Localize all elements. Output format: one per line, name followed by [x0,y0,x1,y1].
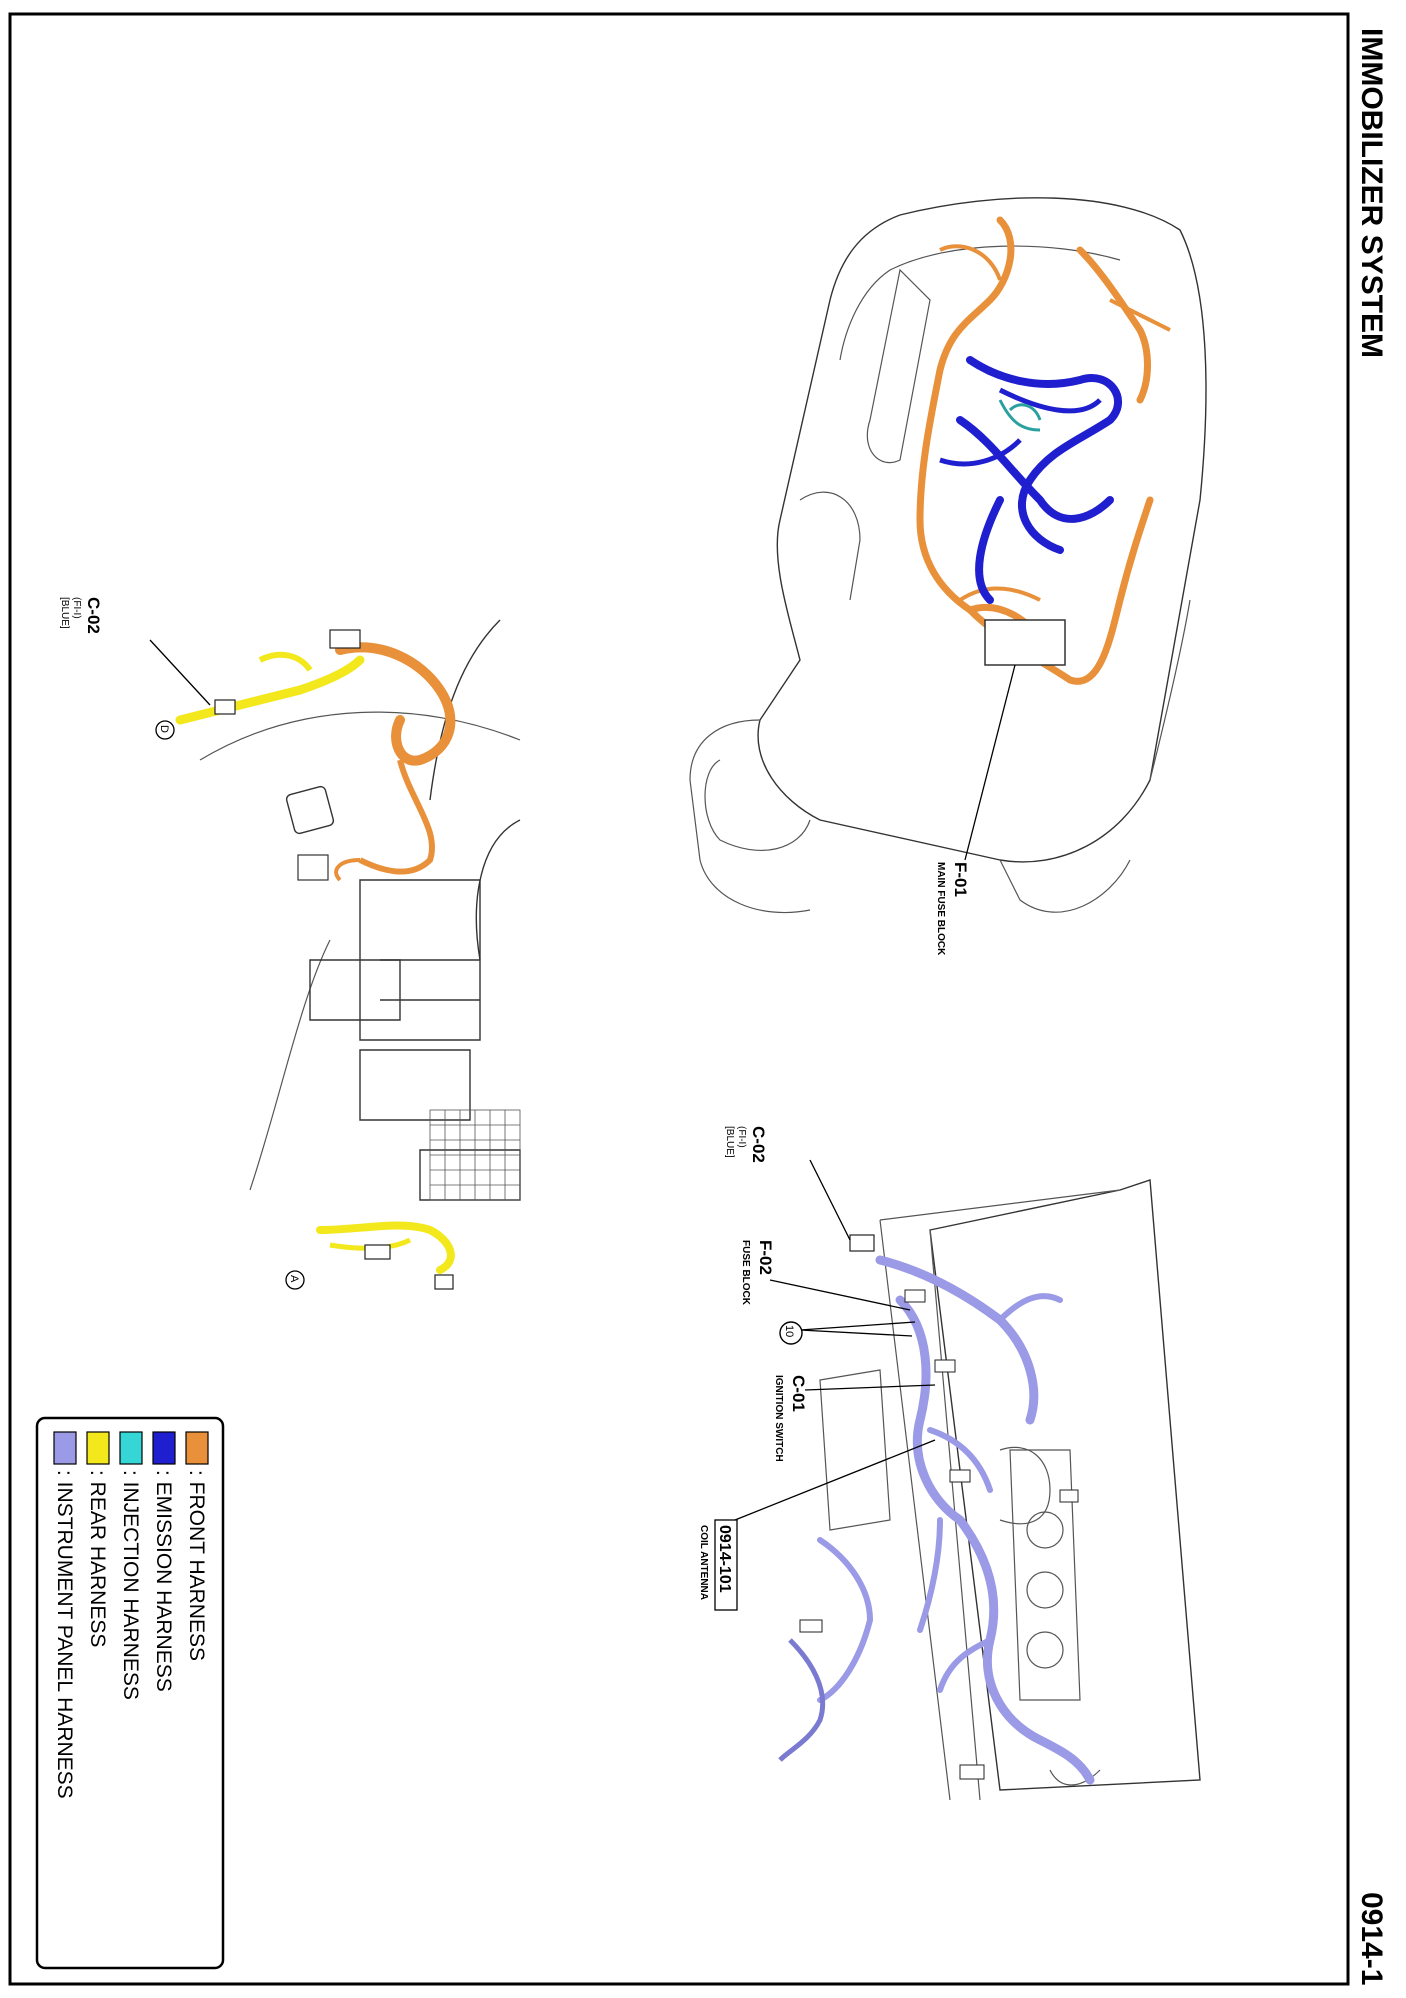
svg-text:COIL ANTENNA: COIL ANTENNA [698,1525,709,1600]
callout-c02-left: C-02 (FI-I) [BLUE] [59,597,103,634]
legend-label-emission: : EMISSION HARNESS [152,1470,175,1692]
legend-swatch-injection [119,1431,143,1465]
legend-box [35,1416,225,1970]
svg-text:0914-101: 0914-101 [716,1525,733,1593]
callout-f01: F-01 MAIN FUSE BLOCK [935,862,970,956]
left-panel-drawing [175,619,521,1290]
svg-text:10: 10 [783,1325,795,1337]
emission-harness [956,356,1122,604]
legend-item-injection: : INJECTION HARNESS [119,1431,143,1700]
legend-swatch-emission [152,1431,176,1465]
front-harness-engine [916,216,1154,685]
legend-label-instrument: : INSTRUMENT PANEL HARNESS [53,1470,76,1799]
svg-text:MAIN FUSE BLOCK: MAIN FUSE BLOCK [935,862,946,956]
svg-text:C-02: C-02 [749,1126,768,1163]
legend-label-rear: : REAR HARNESS [86,1470,109,1647]
legend-item-rear: : REAR HARNESS [86,1431,110,1647]
instrument-panel-drawing [778,1179,1201,1801]
ground-point-10: 10 [779,1321,803,1345]
svg-text:IGNITION SWITCH: IGNITION SWITCH [773,1375,784,1462]
legend-item-instrument: : INSTRUMENT PANEL HARNESS [53,1431,77,1799]
svg-text:(FI-I): (FI-I) [736,1126,747,1148]
main-fuse-block [984,619,1066,666]
svg-text:A: A [288,1275,300,1283]
svg-text:FUSE BLOCK: FUSE BLOCK [740,1240,751,1306]
callout-c02-right: C-02 (FI-I) [BLUE] [724,1126,768,1163]
legend-swatch-instrument [53,1431,77,1465]
svg-text:C-02: C-02 [84,597,103,634]
rear-harness-lower [316,1221,455,1274]
svg-text:D: D [158,725,170,733]
injection-harness [998,399,1042,432]
svg-text:F-02: F-02 [756,1240,775,1275]
legend-item-front: : FRONT HARNESS [185,1431,209,1661]
front-harness-panel [335,642,456,766]
svg-text:F-01: F-01 [951,862,970,897]
page-border [8,12,1350,1986]
callout-c01: C-01 IGNITION SWITCH [773,1375,808,1462]
rear-harness-panel [175,655,365,725]
connector-a-marker: A [285,1270,305,1290]
callout-coil-antenna: 0914-101 COIL ANTENNA [698,1519,738,1611]
legend-item-emission: : EMISSION HARNESS [152,1431,176,1692]
svg-text:[BLUE]: [BLUE] [59,597,70,629]
connector-d-marker: D [155,720,175,740]
page-number: 0914-1 [1355,1892,1388,1985]
svg-text:[BLUE]: [BLUE] [724,1126,735,1158]
legend-swatch-front [185,1431,209,1465]
svg-text:(FI-I): (FI-I) [71,597,82,619]
legend-swatch-rear [86,1431,110,1465]
page-title: IMMOBILIZER SYSTEM [1355,28,1388,358]
engine-bay-drawing [689,197,1207,914]
legend-label-injection: : INJECTION HARNESS [119,1470,142,1700]
instrument-panel-harness [875,1255,1095,1785]
svg-text:C-01: C-01 [789,1375,808,1412]
fuse-grid [429,1109,521,1201]
legend-label-front: : FRONT HARNESS [185,1470,208,1661]
legend: : FRONT HARNESS : EMISSION HARNESS : INJEC… [35,1416,225,1970]
callout-f02: F-02 FUSE BLOCK [740,1240,775,1306]
